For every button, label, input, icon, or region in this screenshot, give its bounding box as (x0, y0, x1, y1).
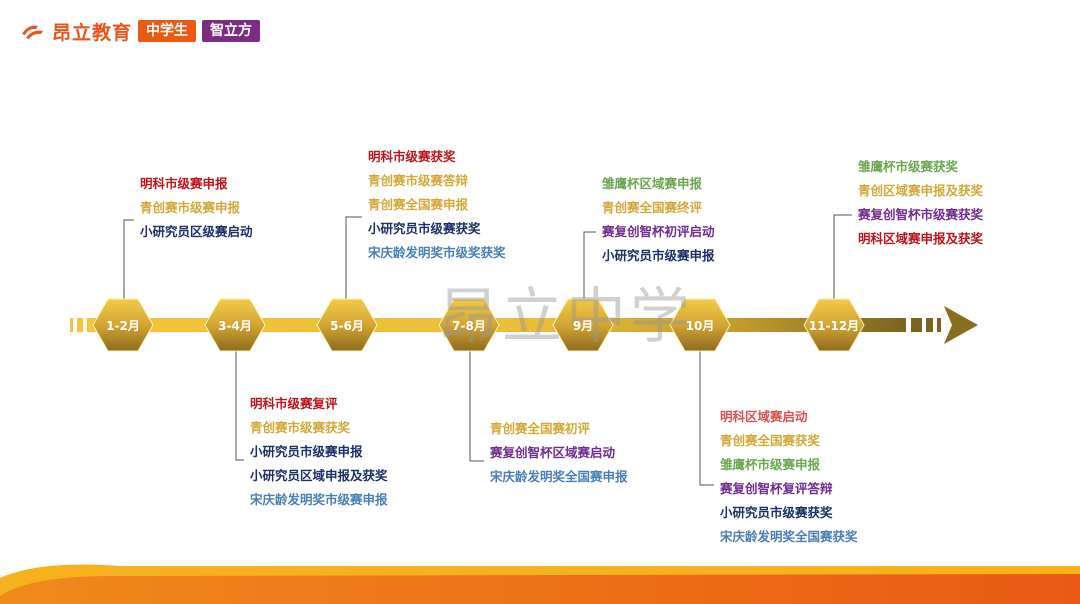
footer-wave-front (0, 574, 1080, 604)
stage-event-item: 宋庆龄发明奖市级赛申报 (250, 492, 388, 507)
stage-event-list: 明科区域赛启动青创赛全国赛获奖雏鹰杯市级赛申报赛复创智杯复评答辩小研究员市级赛获… (720, 405, 858, 549)
stage-event-item: 小研究员区级赛启动 (140, 224, 253, 239)
stage-event-item: 青创赛市级赛答辩 (368, 173, 469, 188)
stage-event-list: 雏鹰杯区域赛申报青创赛全国赛终评赛复创智杯初评启动小研究员市级赛申报 (602, 172, 715, 268)
timeline-connectors (123, 214, 852, 486)
stage-event-list: 青创赛全国赛初评赛复创智杯区域赛启动宋庆龄发明奖全国赛申报 (490, 417, 628, 489)
stage-event-item: 小研究员市级赛获奖 (720, 505, 833, 520)
timeline-node-3 (438, 298, 500, 352)
timeline-dashes-right (911, 318, 941, 332)
stage-event-item: 雏鹰杯市级赛申报 (720, 457, 821, 472)
timeline-node-label: 11-12月 (808, 319, 860, 333)
stage-event-item: 明科区域赛申报及获奖 (858, 231, 984, 246)
stage-event-item: 青创赛全国赛终评 (602, 200, 703, 215)
stage-event-item: 雏鹰杯区域赛申报 (602, 176, 703, 191)
timeline-node-label: 5-6月 (330, 319, 364, 333)
stage-event-list: 雏鹰杯市级赛获奖青创区域赛申报及获奖赛复创智杯市级赛获奖明科区域赛申报及获奖 (858, 155, 983, 251)
stage-event-item: 小研究员市级赛获奖 (368, 221, 481, 236)
timeline-dashes-left (70, 318, 96, 332)
stage-event-item: 明科区域赛启动 (720, 409, 808, 424)
timeline-node-label: 7-8月 (452, 319, 486, 333)
timeline-connector (833, 214, 852, 299)
stage-event-item: 小研究员市级赛申报 (602, 248, 715, 263)
timeline-node-label: 1-2月 (106, 319, 140, 333)
stage-event-item: 小研究员区域申报及获奖 (250, 468, 388, 483)
stage-event-item: 青创赛全国赛获奖 (720, 433, 821, 448)
timeline-connector (699, 351, 714, 486)
stage-event-item: 明科市级赛申报 (140, 176, 228, 191)
brand-name: 昂立教育 (52, 21, 133, 44)
timeline-node-label: 10月 (685, 319, 715, 333)
stage-event-item: 赛复创智杯复评答辩 (720, 481, 833, 496)
timeline-node-label: 3-4月 (218, 319, 252, 333)
timeline-arrow-head (944, 306, 978, 344)
timeline-connector (345, 216, 362, 299)
stage-event-item: 明科市级赛获奖 (368, 149, 456, 164)
tag-secondary: 智立方 (202, 20, 261, 42)
stage-event-item: 小研究员市级赛申报 (250, 444, 363, 459)
watermark: 昂立中学 (438, 282, 694, 352)
timeline-node-5 (669, 298, 731, 352)
stage-event-item: 宋庆龄发明奖市级奖获奖 (368, 245, 506, 260)
timeline-node-4 (552, 298, 614, 352)
timeline-connector (469, 351, 484, 462)
stage-event-item: 赛复创智杯区域赛启动 (490, 445, 616, 460)
stage-event-item: 青创赛全国赛申报 (368, 197, 469, 212)
stage-event-list: 明科市级赛申报青创赛市级赛申报小研究员区级赛启动 (140, 172, 253, 244)
timeline-node-1 (204, 298, 266, 352)
stage-event-item: 宋庆龄发明奖全国赛获奖 (720, 529, 858, 544)
stage-event-item: 明科市级赛复评 (250, 396, 338, 411)
stage-event-list: 明科市级赛复评青创赛市级赛获奖小研究员市级赛申报小研究员区域申报及获奖宋庆龄发明… (250, 392, 388, 512)
timeline-connector (123, 219, 134, 299)
stage-event-item: 赛复创智杯市级赛获奖 (858, 207, 984, 222)
timeline-nodes (92, 298, 865, 352)
stage-event-item: 青创赛市级赛申报 (140, 200, 241, 215)
timeline-connector (235, 351, 244, 461)
stage-event-list: 明科市级赛获奖青创赛市级赛答辩青创赛全国赛申报小研究员市级赛获奖宋庆龄发明奖市级… (368, 145, 506, 265)
stage-event-item: 青创赛市级赛获奖 (250, 420, 351, 435)
timeline-node-6 (803, 298, 865, 352)
stage-event-item: 青创区域赛申报及获奖 (858, 183, 984, 198)
stage-event-item: 赛复创智杯初评启动 (602, 224, 715, 239)
stage-event-item: 雏鹰杯市级赛获奖 (858, 159, 959, 174)
timeline-connector (583, 231, 596, 299)
timeline-node-label: 9月 (572, 319, 594, 333)
timeline-node-0 (92, 298, 154, 352)
tag-primary: 中学生 (138, 20, 197, 42)
stage-event-item: 宋庆龄发明奖全国赛申报 (490, 469, 628, 484)
brand-header: 昂立教育 中学生 智立方 (20, 18, 261, 44)
brand-logo-icon (22, 25, 43, 39)
timeline-node-2 (316, 298, 378, 352)
stage-event-item: 青创赛全国赛初评 (490, 421, 591, 436)
